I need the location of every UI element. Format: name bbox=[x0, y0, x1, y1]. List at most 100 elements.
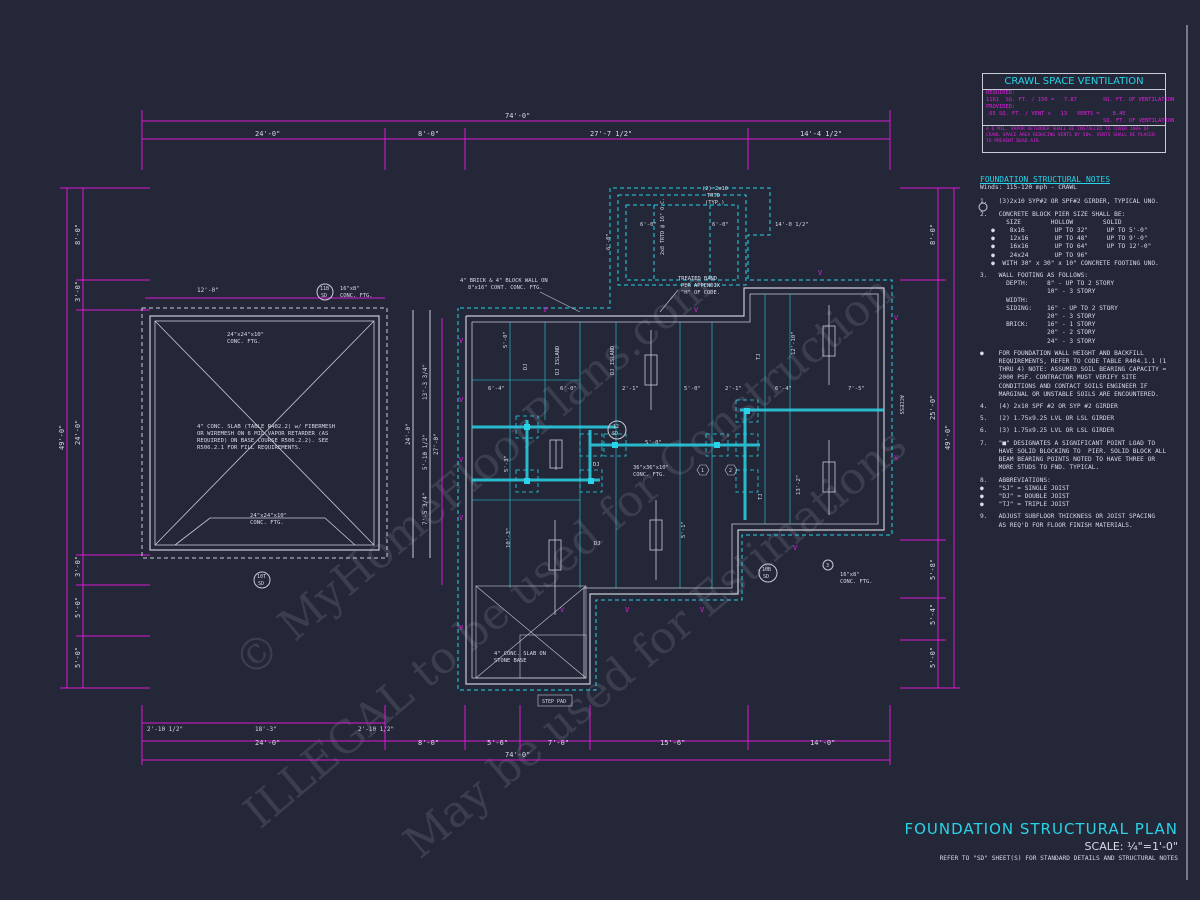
svg-text:V: V bbox=[793, 544, 798, 552]
inner-dim-13: 12'-10" bbox=[791, 331, 797, 355]
note-line: ● "TJ" = TRIPLE JOIST bbox=[980, 501, 1070, 509]
inner-dim-8: 5'-3" bbox=[504, 455, 510, 472]
ventilation-note: A 6 MIL. VAPOR RETARDER SHALL BE INSTALL… bbox=[983, 125, 1165, 146]
note-line: 20" - 2 STORY bbox=[980, 329, 1096, 337]
note-line: MARGINAL OR UNSTABLE SOILS ARE ENCOUNTER… bbox=[980, 390, 1159, 398]
dim-left-seg-4: 3'-0" bbox=[74, 556, 82, 577]
note-line: 4. (4) 2x10 SPF #2 OR SYP #2 GIRDER bbox=[980, 403, 1118, 411]
note-line: AS REQ'D FOR FLOOR FINISH MATERIALS. bbox=[980, 521, 1133, 529]
dim-left-seg-2: 3'-0" bbox=[74, 281, 82, 302]
svg-text:V: V bbox=[560, 606, 565, 614]
inner-dim-2: 6'-0" bbox=[560, 386, 577, 392]
svg-text:1: 1 bbox=[701, 468, 704, 474]
garage-inner-dim-1: 24'-0" bbox=[405, 423, 412, 445]
dim-right-seg-3: 5'-8" bbox=[929, 559, 937, 580]
dim-bottom-sub-2: 18'-3" bbox=[255, 726, 277, 733]
garage-slab-note-1: 4" CONC. SLAB (TABLE R402.2) w/ FIBERMES… bbox=[197, 424, 335, 430]
dim-top-seg-4: 14'-4 1/2" bbox=[800, 130, 842, 138]
svg-text:V: V bbox=[818, 269, 823, 277]
note-line: 7. "■" DESIGNATES A SIGNIFICANT POINT LO… bbox=[980, 439, 1156, 447]
note-line: THRU 4) NOTE: ASSUMED SOIL BEARING CAPAC… bbox=[980, 366, 1167, 374]
dim-bottom-sub-3: 2'-10 1/2" bbox=[358, 726, 394, 733]
step-pad-label: STEP PAD bbox=[542, 699, 566, 705]
note-line: ● FOR FOUNDATION WALL HEIGHT AND BACKFIL… bbox=[980, 349, 1144, 357]
dim-overall-bottom: 74'-0" bbox=[505, 751, 530, 759]
note-line: ● "SJ" = SINGLE JOIST bbox=[980, 484, 1070, 492]
inner-dim-7: 7'-5" bbox=[848, 386, 865, 392]
note-line: 3. WALL FOOTING AS FOLLOWS: bbox=[980, 272, 1089, 280]
joist-island-1: DJ ISLAND bbox=[555, 346, 561, 375]
svg-text:V: V bbox=[894, 314, 899, 322]
garage-inner-dim-3: 13'-3 3/4" bbox=[422, 364, 429, 400]
garage-ftg-bottom-2: CONC. FTG. bbox=[250, 520, 284, 526]
note-line: 5. (2) 1.75x9.25 LVL OR LSL GIRDER bbox=[980, 415, 1115, 423]
svg-text:V: V bbox=[459, 396, 464, 404]
inner-dim-1: 6'-4" bbox=[488, 386, 505, 392]
pier-ftg-note: 36"x36"x10"CONC. FTG. bbox=[633, 465, 669, 478]
note-line: BRICK: 16" - 1 STORY bbox=[980, 321, 1096, 329]
garage-inner-dim-5: 7'-5 3/4" bbox=[422, 492, 429, 525]
note-line: 2. CONCRETE BLOCK PIER SIZE SHALL BE: bbox=[980, 210, 1126, 218]
ventilation-title: CRAWL SPACE VENTILATION bbox=[983, 74, 1165, 90]
ventilation-required-label: REQUIRED: bbox=[986, 90, 1016, 96]
note-line: ● 24x24 UP TO 96" bbox=[980, 251, 1089, 259]
dim-left-seg-5: 5'-0" bbox=[74, 597, 82, 618]
drawing-refer-note: REFER TO "SD" SHEET(S) FOR STANDARD DETA… bbox=[939, 855, 1178, 862]
svg-text:V: V bbox=[694, 306, 699, 314]
note-line: CONDITIONS AND CONTACT SOILS ENGINEER IF bbox=[980, 382, 1148, 390]
structural-notes: FOUNDATION STRUCTURAL NOTES Winds: 115-1… bbox=[980, 175, 1180, 530]
note-line: SIZE HOLLOW SOLID bbox=[980, 218, 1122, 226]
porch-dim-b: 6'-0" bbox=[712, 222, 729, 228]
left-dimensions: 49'-0" 8'-0" 3'-0" 24'-0" 3'-0" 5'-0" 5'… bbox=[58, 187, 150, 689]
tag-3: 3 bbox=[826, 563, 829, 569]
garage-slab-note-4: R506.2.1 FOR FILL REQUIREMENTS. bbox=[197, 445, 301, 451]
garage-slab-note-2: OR WIREMESH ON 6 MIL VAPOR RETARDER (AS bbox=[197, 431, 328, 437]
inner-dim-14: 5'-0" bbox=[503, 331, 509, 348]
porch-dim-d: 6'-0" bbox=[606, 233, 612, 250]
watermark: © MyHomeFloorPlans.com ILLEGAL to be use… bbox=[224, 259, 916, 868]
tag-3-note: 16"x8"CONC. FTG. bbox=[840, 572, 872, 585]
svg-text:V: V bbox=[459, 456, 464, 464]
dim-left-seg-1: 8'-0" bbox=[74, 224, 82, 245]
dim-bottom-seg-4: 7'-0" bbox=[548, 739, 569, 747]
joist-tj-2: TJ bbox=[758, 494, 764, 501]
svg-text:V: V bbox=[543, 306, 548, 314]
inner-dim-3: 2'-1" bbox=[622, 386, 639, 392]
dim-left-seg-6: 5'-0" bbox=[74, 647, 82, 668]
inner-dim-12: 13'-2" bbox=[796, 475, 802, 495]
svg-text:V: V bbox=[625, 606, 630, 614]
garage-width-dim: 12'-0" bbox=[197, 287, 219, 294]
dim-bottom-seg-2: 8'-0" bbox=[418, 739, 439, 747]
note-line: BEAM BEARING POINTS NOTED TO HAVE THREE … bbox=[980, 456, 1156, 464]
right-dimensions: 49'-0" 8'-0" 25'-0" 5'-8" 5'-4" 5'-0" bbox=[900, 187, 960, 689]
joist-tj-1: TJ bbox=[756, 354, 762, 361]
porch-dim-c: 14'-0 1/2" bbox=[775, 222, 809, 228]
garage-ftg-top-2: CONC. FTG. bbox=[227, 339, 261, 345]
note-line: 2000 PSF. CONTRACTOR MUST VERIFY SITE bbox=[980, 374, 1137, 382]
inner-dim-6: 6'-4" bbox=[775, 386, 792, 392]
dim-overall-top: 74'-0" bbox=[505, 112, 530, 120]
dim-right-seg-4: 5'-4" bbox=[929, 604, 937, 625]
garage-slab-note: 4" CONC. SLAB (TABLE R402.2) w/ FIBERMES… bbox=[197, 424, 338, 451]
svg-text:V: V bbox=[700, 606, 705, 614]
garage-ftg-top: 24"x24"x10" CONC. FTG. bbox=[227, 332, 267, 345]
dim-bottom-seg-5: 15'-6" bbox=[660, 739, 685, 747]
garage-ftg-top-1: 24"x24"x10" bbox=[227, 332, 264, 338]
dim-left-seg-3: 24'-0" bbox=[74, 420, 82, 445]
garage-inner-dim-2: 27'-0" bbox=[433, 433, 440, 455]
tag-11b-note: 16"x8"CONC. FTG. bbox=[340, 286, 372, 299]
dim-top-seg-3: 27'-7 1/2" bbox=[590, 130, 632, 138]
dim-bottom-sub-1: 2'-10 1/2" bbox=[147, 726, 183, 733]
inner-dim-11: 5'-1" bbox=[681, 521, 687, 538]
inner-dim-4: 5'-0" bbox=[684, 386, 701, 392]
trtd2-note: 2x8 TRTD @ 16" O.C. bbox=[660, 198, 666, 255]
porch-dim-a: 6'-0" bbox=[640, 222, 657, 228]
drawing-title: FOUNDATION STRUCTURAL PLAN bbox=[904, 820, 1178, 838]
